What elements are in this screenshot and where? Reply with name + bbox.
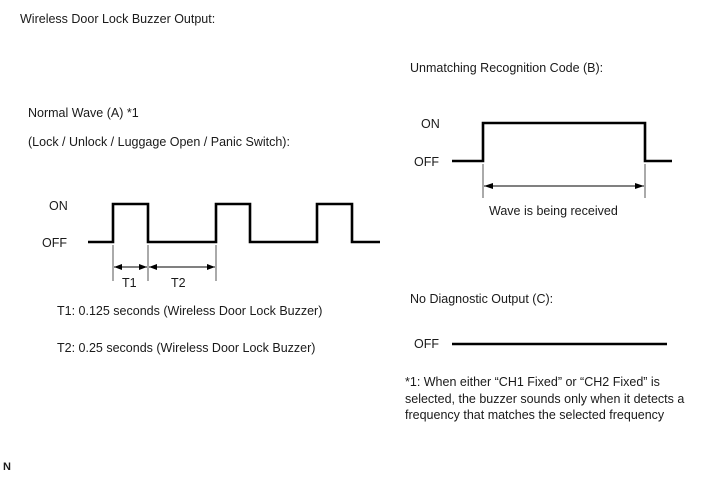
panel-b-caption: Wave is being received	[489, 204, 618, 218]
panel-c-off-label: OFF	[414, 337, 439, 351]
panel-a-t2-arrow-right	[207, 264, 215, 270]
panel-b-trace	[452, 121, 672, 163]
panel-a-t1-label: T1	[122, 276, 137, 290]
page-title: Wireless Door Lock Buzzer Output:	[20, 12, 216, 26]
corner-mark: N	[3, 461, 11, 473]
panel-a-t1-arrow-right	[139, 264, 147, 270]
panel-a-note-t1: T1: 0.125 seconds (Wireless Door Lock Bu…	[57, 304, 323, 318]
panel-a-note-t2: T2: 0.25 seconds (Wireless Door Lock Buz…	[57, 341, 316, 355]
panel-b-title: Unmatching Recognition Code (B):	[410, 61, 604, 75]
panel-a-title: Normal Wave (A) *1	[28, 106, 139, 120]
panel-a-t2-label: T2	[171, 276, 186, 290]
panel-a-t1-arrow-left	[114, 264, 122, 270]
panel-b-off-label: OFF	[414, 155, 439, 169]
panel-c-title: No Diagnostic Output (C):	[410, 292, 554, 306]
panel-b-arrow-left	[484, 183, 493, 189]
footnote-text: *1: When either “CH1 Fixed” or “CH2 Fixe…	[405, 375, 685, 422]
panel-a-t2-arrow-left	[149, 264, 157, 270]
panel-a-subtitle: (Lock / Unlock / Luggage Open / Panic Sw…	[28, 135, 290, 149]
panel-a-on-label: ON	[49, 199, 68, 213]
panel-a-trace	[88, 202, 380, 244]
panel-b-arrow-right	[635, 183, 644, 189]
panel-a-off-label: OFF	[42, 236, 67, 250]
panel-b-on-label: ON	[421, 117, 440, 131]
